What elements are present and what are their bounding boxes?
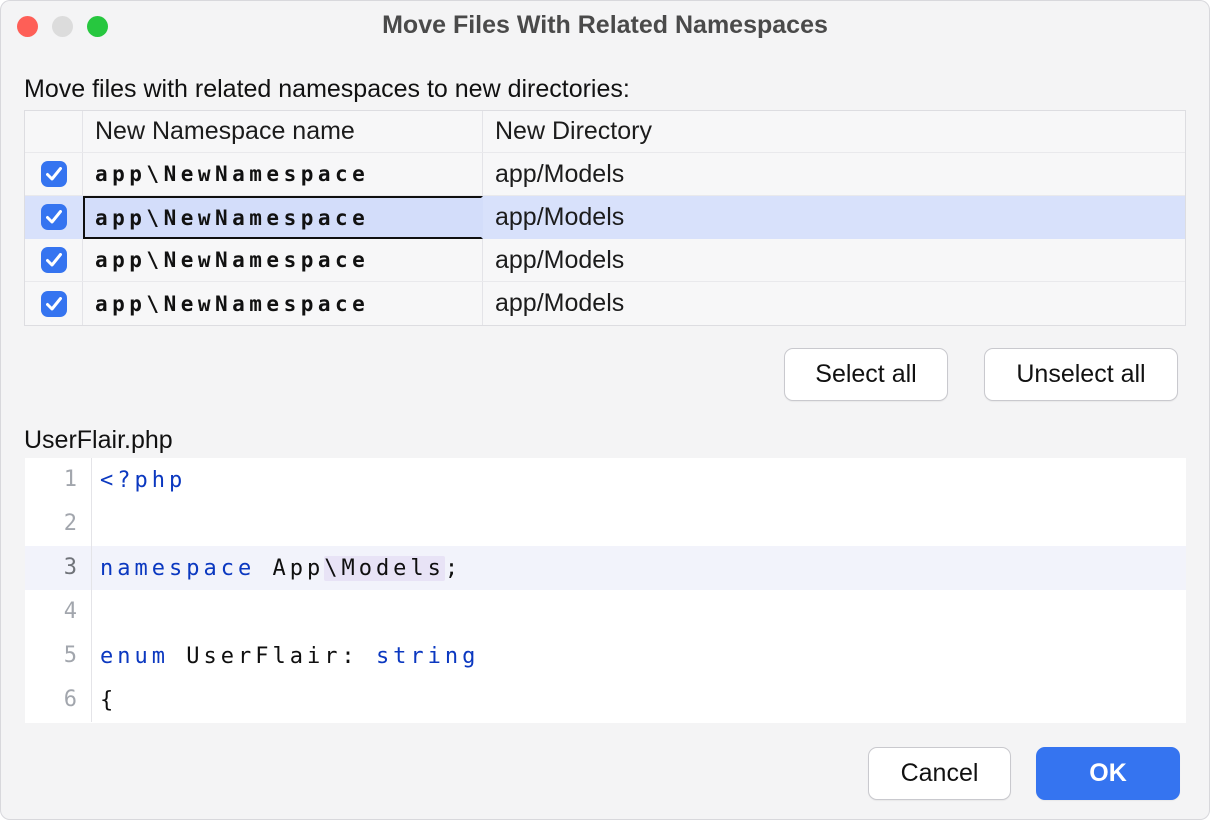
- directory-value: app/Models: [495, 159, 625, 188]
- line-number: 6: [25, 678, 92, 722]
- directory-value: app/Models: [495, 289, 625, 317]
- check-icon: [45, 210, 62, 224]
- namespace-cell[interactable]: app\NewNamespace: [83, 282, 483, 325]
- directory-cell[interactable]: app/Models: [483, 196, 1185, 238]
- check-icon: [45, 296, 62, 310]
- namespace-cell[interactable]: app\NewNamespace: [83, 239, 483, 281]
- namespace-value: app\NewNamespace: [95, 248, 370, 272]
- code-line: 1 <?php: [25, 458, 1186, 502]
- directory-value: app/Models: [495, 202, 625, 231]
- namespace-value: app\NewNamespace: [95, 162, 370, 186]
- directory-column-header[interactable]: New Directory: [483, 111, 1185, 152]
- row-checkbox[interactable]: [40, 290, 67, 317]
- line-number: 1: [25, 458, 92, 502]
- directory-cell[interactable]: app/Models: [483, 239, 1185, 281]
- code-line-current: 3 namespace App\Models;: [25, 546, 1186, 590]
- table-row[interactable]: app\NewNamespace app/Models: [25, 282, 1185, 325]
- code-line: 2: [25, 502, 1186, 546]
- code-text: namespace App\Models;: [100, 555, 463, 581]
- close-button[interactable]: [17, 16, 38, 37]
- check-icon: [45, 253, 62, 267]
- line-number: 3: [25, 546, 92, 590]
- code-line: 6 {: [25, 678, 1186, 722]
- line-number: 5: [25, 634, 92, 678]
- checkbox-column-header: [25, 111, 83, 152]
- code-line: 4: [25, 590, 1186, 634]
- table-row[interactable]: app\NewNamespace app/Models: [25, 239, 1185, 282]
- code-text: <?php: [100, 467, 187, 493]
- window-title: Move Files With Related Namespaces: [382, 11, 828, 39]
- directory-cell[interactable]: app/Models: [483, 282, 1185, 325]
- select-all-button[interactable]: Select all: [784, 348, 948, 401]
- namespace-column-header[interactable]: New Namespace name: [83, 111, 483, 152]
- instruction-label: Move files with related namespaces to ne…: [24, 75, 630, 103]
- row-checkbox[interactable]: [40, 204, 67, 230]
- models-highlight: \Models: [324, 555, 445, 581]
- row-checkbox[interactable]: [40, 247, 67, 273]
- checkbox-cell: [25, 196, 83, 238]
- line-number: 4: [25, 590, 92, 634]
- zoom-button[interactable]: [87, 16, 108, 37]
- namespace-column-label: New Namespace name: [95, 117, 355, 145]
- code-preview-editor: 1 <?php 2 3 namespace App\Models; 4 5 en…: [25, 458, 1186, 723]
- preview-filename: UserFlair.php: [24, 426, 173, 454]
- title-bar: Move Files With Related Namespaces: [0, 0, 1210, 50]
- directory-column-label: New Directory: [495, 117, 652, 145]
- namespace-value: app\NewNamespace: [95, 205, 370, 230]
- code-text: enum UserFlair: string: [100, 643, 480, 669]
- namespace-value: app\NewNamespace: [95, 291, 370, 316]
- checkbox-cell: [25, 239, 83, 281]
- checkbox-cell: [25, 153, 83, 195]
- ok-button[interactable]: OK: [1036, 747, 1180, 800]
- checkbox-cell: [25, 282, 83, 325]
- line-number: 2: [25, 502, 92, 546]
- table-header-row: New Namespace name New Directory: [25, 111, 1185, 153]
- table-row-selected[interactable]: app\NewNamespace app/Models: [25, 196, 1185, 239]
- unselect-all-button[interactable]: Unselect all: [984, 348, 1178, 401]
- namespaces-table: New Namespace name New Directory app\New…: [24, 110, 1186, 326]
- table-row[interactable]: app\NewNamespace app/Models: [25, 153, 1185, 196]
- namespace-cell[interactable]: app\NewNamespace: [83, 153, 483, 195]
- check-icon: [45, 167, 62, 181]
- directory-cell[interactable]: app/Models: [483, 153, 1185, 195]
- cancel-button[interactable]: Cancel: [868, 747, 1011, 800]
- code-line: 5 enum UserFlair: string: [25, 634, 1186, 678]
- directory-value: app/Models: [495, 245, 625, 274]
- minimize-button[interactable]: [52, 16, 73, 37]
- namespace-cell-focused[interactable]: app\NewNamespace: [83, 196, 483, 239]
- code-text: {: [100, 687, 118, 713]
- row-checkbox[interactable]: [40, 161, 67, 187]
